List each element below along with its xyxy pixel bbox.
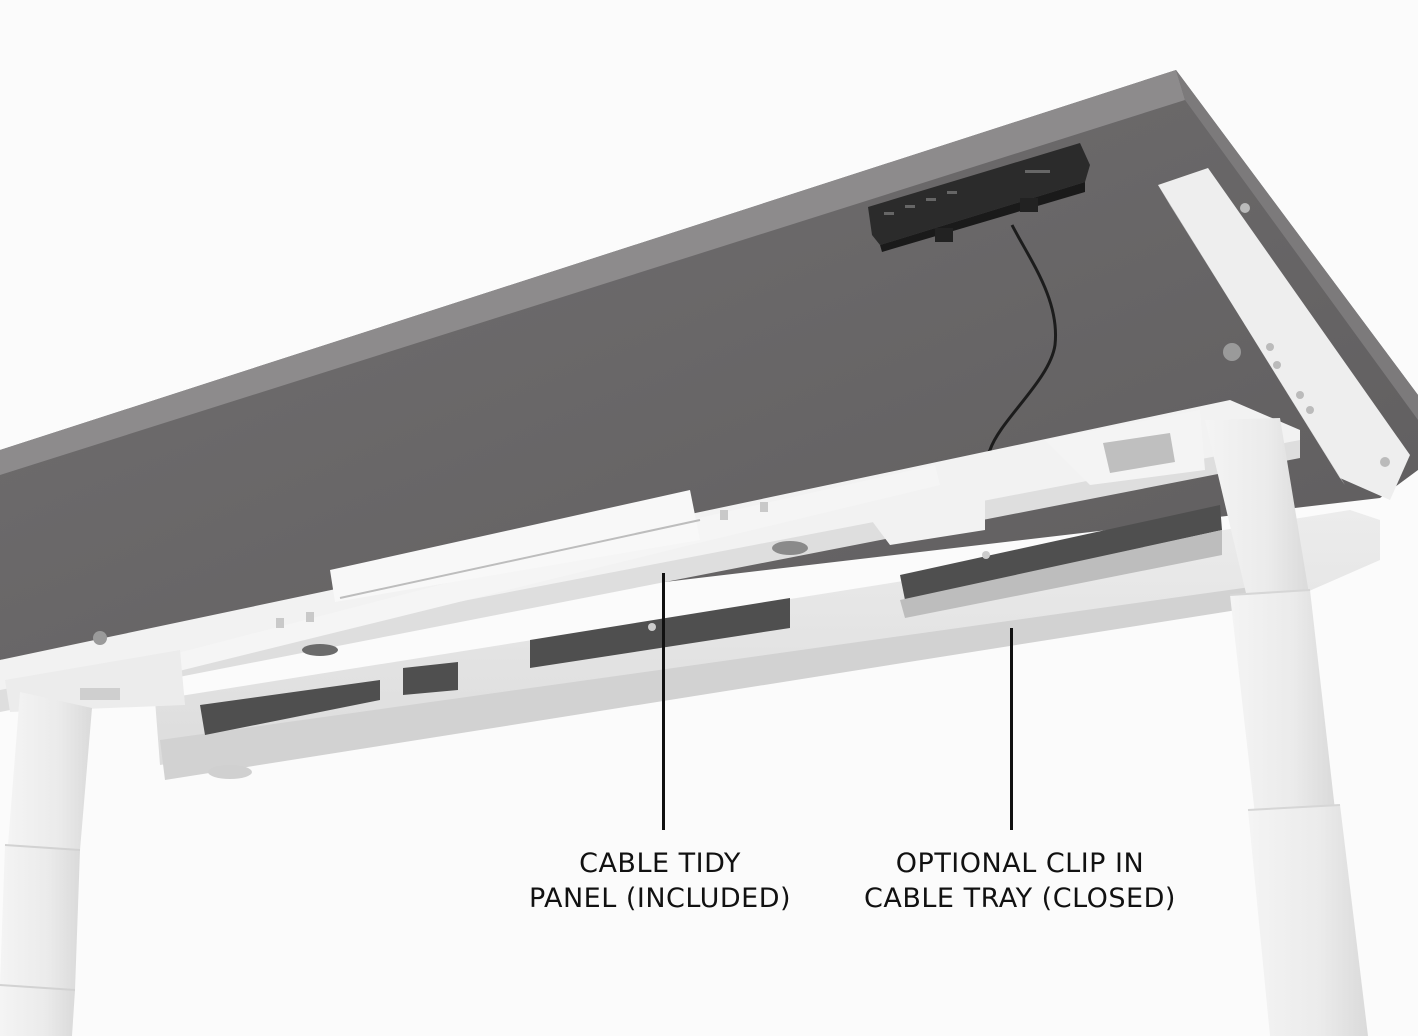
callout-label-cable-tidy-panel: CABLE TIDY PANEL (INCLUDED) (500, 846, 820, 916)
callout-label-cable-tray: OPTIONAL CLIP IN CABLE TRAY (CLOSED) (840, 846, 1200, 916)
callout-label-line-2: PANEL (INCLUDED) (528, 883, 792, 914)
side-bracket (1158, 168, 1410, 500)
right-leg (1205, 418, 1368, 1036)
callout-line-cable-tidy (662, 573, 665, 830)
power-strip (868, 143, 1090, 252)
callout-label-line-1: CABLE TIDY (579, 848, 741, 879)
callout-line-cable-tray (1010, 628, 1013, 830)
cable-tray (155, 505, 1380, 780)
desktop-surface (0, 70, 1418, 660)
motor-housing (5, 410, 1205, 712)
callout-label-line-2: CABLE TRAY (CLOSED) (864, 883, 1176, 914)
cable-tidy-panel (170, 465, 940, 672)
callout-label-line-1: OPTIONAL CLIP IN (895, 848, 1145, 879)
left-leg (0, 692, 92, 1036)
